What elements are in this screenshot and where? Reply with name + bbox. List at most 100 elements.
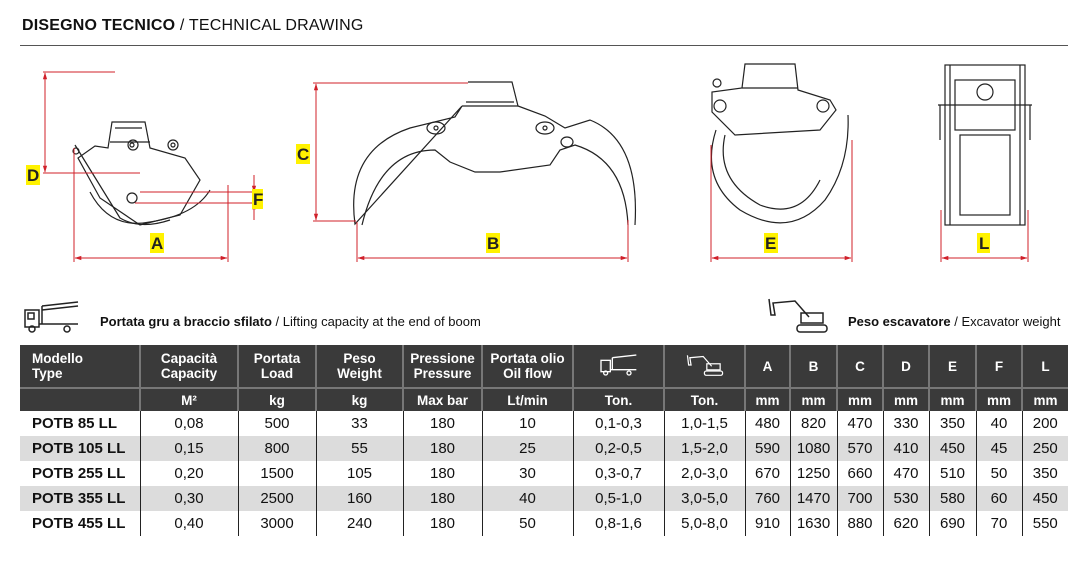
- unit-header: Ton.: [663, 387, 745, 411]
- table-cell: 820: [789, 411, 837, 436]
- table-cell: 350: [928, 411, 976, 436]
- label-B: B: [487, 234, 499, 253]
- header-line-2: Oil flow: [503, 366, 552, 381]
- table-cell: 1470: [789, 486, 837, 511]
- table-cell: 3000: [237, 511, 316, 536]
- unit-header: Max bar: [402, 387, 482, 411]
- table-cell: 0,30: [139, 486, 238, 511]
- header-line-2: Load: [260, 366, 294, 381]
- dimension-lines-closed: [710, 140, 853, 262]
- table-cell: 0,20: [139, 461, 238, 486]
- excavator-legend: Peso escavatore / Excavator weight: [848, 314, 1060, 329]
- title-bold: DISEGNO TECNICO: [22, 17, 176, 34]
- header-line-1: B: [808, 358, 819, 374]
- column-header: C: [836, 345, 883, 388]
- column-header: [663, 345, 745, 388]
- table-cell: 160: [315, 486, 403, 511]
- table-cell: 0,3-0,7: [572, 461, 664, 486]
- table-cell: 50: [975, 461, 1022, 486]
- crane-truck-icon: [24, 301, 79, 333]
- header-line-1: Capacità: [160, 351, 218, 366]
- table-cell: 1500: [237, 461, 316, 486]
- table-cell: 0,40: [139, 511, 238, 536]
- table-cell: 0,08: [139, 411, 238, 436]
- label-F: F: [253, 190, 263, 209]
- column-header: F: [975, 345, 1022, 388]
- table-cell: 1,0-1,5: [663, 411, 745, 436]
- header-line-1: D: [901, 358, 911, 374]
- table-cell: 580: [928, 486, 976, 511]
- table-cell: 33: [315, 411, 403, 436]
- table-cell: 690: [928, 511, 976, 536]
- table-cell: 40: [975, 411, 1022, 436]
- table-cell: 1080: [789, 436, 837, 461]
- column-header: L: [1021, 345, 1068, 388]
- grapple-rear-view: [938, 64, 1032, 226]
- table-cell: 590: [744, 436, 790, 461]
- table-cell: 0,2-0,5: [572, 436, 664, 461]
- table-cell: 180: [402, 436, 482, 461]
- label-A: A: [151, 234, 163, 253]
- excavator-icon: [685, 354, 725, 381]
- column-header: [572, 345, 664, 388]
- header-line-2: Type: [32, 366, 63, 381]
- table-cell: 910: [744, 511, 790, 536]
- table-cell: 0,5-1,0: [572, 486, 664, 511]
- label-D: D: [27, 166, 39, 185]
- table-cell: 800: [237, 436, 316, 461]
- table-cell: 350: [1021, 461, 1068, 486]
- table-cell: 410: [882, 436, 929, 461]
- unit-header: kg: [315, 387, 403, 411]
- table-cell: 510: [928, 461, 976, 486]
- technical-drawings: D A F C B E L: [26, 63, 1032, 262]
- model-cell: POTB 105 LL: [20, 436, 140, 461]
- unit-header: Lt/min: [481, 387, 573, 411]
- table-cell: 450: [1021, 486, 1068, 511]
- unit-header: mm: [882, 387, 929, 411]
- unit-header: mm: [1021, 387, 1068, 411]
- table-cell: 240: [315, 511, 403, 536]
- table-cell: 480: [744, 411, 790, 436]
- model-cell: POTB 355 LL: [20, 486, 140, 511]
- table-cell: 2500: [237, 486, 316, 511]
- header-line-1: Portata: [253, 351, 301, 366]
- excavator-legend-bold: Peso escavatore: [848, 314, 951, 329]
- column-header: E: [928, 345, 976, 388]
- table-cell: 550: [1021, 511, 1068, 536]
- dimension-lines-rear: [940, 210, 1029, 262]
- grapple-closed-view: [710, 63, 849, 224]
- header-line-2: Weight: [337, 366, 382, 381]
- table-cell: 1630: [789, 511, 837, 536]
- column-header: A: [744, 345, 790, 388]
- table-cell: 620: [882, 511, 929, 536]
- table-cell: 660: [836, 461, 883, 486]
- unit-header: mm: [928, 387, 976, 411]
- table-cell: 3,0-5,0: [663, 486, 745, 511]
- table-cell: 1250: [789, 461, 837, 486]
- model-cell: POTB 455 LL: [32, 515, 126, 532]
- unit-header: Ton.: [572, 387, 664, 411]
- unit-header: mm: [975, 387, 1022, 411]
- column-header: B: [789, 345, 837, 388]
- table-cell: 200: [1021, 411, 1068, 436]
- unit-header: [20, 387, 140, 411]
- table-cell: 880: [836, 511, 883, 536]
- title-separator: /: [175, 17, 189, 34]
- header-line-1: F: [994, 358, 1004, 374]
- unit-header: mm: [789, 387, 837, 411]
- header-line-1: E: [947, 358, 957, 374]
- label-C: C: [297, 145, 309, 164]
- table-cell: 55: [315, 436, 403, 461]
- table-cell: 25: [481, 436, 573, 461]
- crane-legend-bold: Portata gru a braccio sfilato: [100, 314, 272, 329]
- table-cell: 2,0-3,0: [663, 461, 745, 486]
